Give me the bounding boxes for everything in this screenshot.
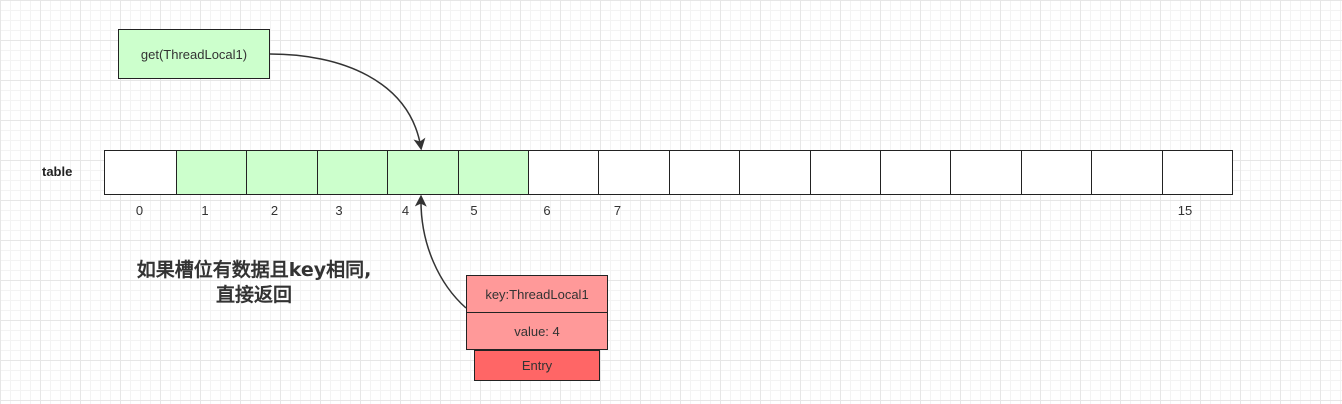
entry-value-field: value: 4 — [466, 312, 608, 350]
table-cell-3 — [317, 151, 387, 194]
table-index-0: 0 — [135, 203, 144, 218]
table-index-15: 15 — [1177, 203, 1193, 218]
table-cell-13 — [1021, 151, 1091, 194]
entry-key-label: key:ThreadLocal1 — [485, 286, 589, 302]
table-cell-14 — [1091, 151, 1162, 194]
description-line-2: 直接返回 — [215, 284, 292, 306]
table-cell-12 — [950, 151, 1021, 194]
table-cell-9 — [739, 151, 810, 194]
table-index-7: 7 — [613, 203, 622, 218]
table-cell-8 — [669, 151, 739, 194]
entry-key-field: key:ThreadLocal1 — [466, 275, 608, 313]
get-call-box: get(ThreadLocal1) — [118, 29, 270, 79]
table-index-2: 2 — [270, 203, 279, 218]
table-cell-6 — [528, 151, 598, 194]
table-cell-5 — [458, 151, 528, 194]
table-cell-10 — [810, 151, 880, 194]
table-index-3: 3 — [335, 203, 343, 218]
table-index-1: 1 — [201, 203, 209, 218]
table-cell-15 — [1162, 151, 1232, 194]
table-cell-4 — [387, 151, 458, 194]
table-index-4: 4 — [401, 203, 410, 218]
table-cell-11 — [880, 151, 950, 194]
entry-type-label: Entry — [521, 358, 553, 373]
table-cell-2 — [246, 151, 317, 194]
description-line-1: 如果槽位有数据且key相同, — [136, 259, 372, 281]
table-cell-1 — [176, 151, 246, 194]
entry-arrow — [414, 194, 467, 309]
entry-value-label: value: 4 — [514, 323, 560, 339]
table-cell-7 — [598, 151, 669, 194]
entry-type-box: Entry — [474, 350, 600, 381]
table-label: table — [42, 164, 73, 179]
table-array — [104, 150, 1233, 195]
description-text: 如果槽位有数据且key相同, 直接返回 — [118, 258, 390, 308]
lookup-arrow — [269, 53, 426, 151]
table-index-5: 5 — [470, 203, 478, 218]
table-index-6: 6 — [543, 203, 551, 218]
table-cell-0 — [105, 151, 176, 194]
get-call-label: get(ThreadLocal1) — [140, 46, 248, 62]
